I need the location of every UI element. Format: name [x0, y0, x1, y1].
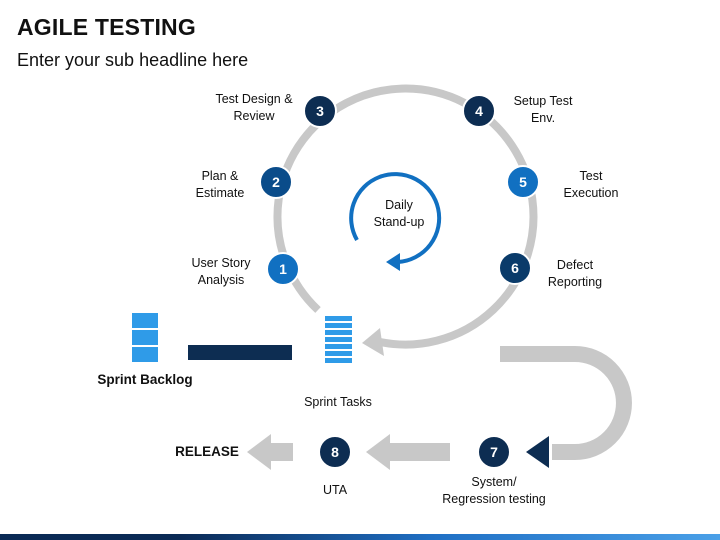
step-label-8: UTA [322, 483, 348, 497]
step-number-3: 3 [316, 103, 324, 119]
daily-standup-label: Daily Stand-up [373, 198, 425, 229]
step-circle-7: 7 [477, 435, 511, 469]
sprint-backlog-icon [132, 313, 158, 362]
sprint-tasks-label: Sprint Tasks [304, 395, 372, 409]
standup-loop [349, 172, 442, 264]
step-number-5: 5 [519, 174, 527, 190]
step-circle-6: 6 [498, 251, 532, 285]
step-label-3: Test Design &Review [215, 92, 293, 123]
sprint-tasks-icon [325, 316, 352, 363]
step-number-6: 6 [511, 260, 519, 276]
step-circle-3: 3 [303, 94, 337, 128]
step-number-7: 7 [490, 444, 498, 460]
u-turn-path [500, 346, 632, 460]
backlog-connector-bar [188, 345, 292, 360]
step-circle-5: 5 [506, 165, 540, 199]
step-circle-2: 2 [259, 165, 293, 199]
release-label: RELEASE [175, 444, 239, 459]
step-circle-1: 1 [266, 252, 300, 286]
standup-arrowhead [386, 253, 400, 271]
u-turn-arrowhead [526, 436, 549, 468]
sprint-backlog-label: Sprint Backlog [97, 372, 193, 387]
step-circle-8: 8 [318, 435, 352, 469]
step-label-7: System/Regression testing [442, 475, 546, 506]
footer-bar [0, 534, 720, 540]
arrow-7-to-8 [366, 434, 450, 470]
step-number-1: 1 [279, 261, 287, 277]
step-number-4: 4 [475, 103, 483, 119]
cycle-arrowhead [362, 328, 384, 356]
page-subtitle: Enter your sub headline here [17, 50, 249, 70]
step-label-2: Plan &Estimate [195, 169, 245, 200]
step-circle-4: 4 [462, 94, 496, 128]
arrow-8-to-release [247, 434, 293, 470]
page-title: AGILE TESTING [17, 14, 196, 40]
step-number-2: 2 [272, 174, 280, 190]
step-number-8: 8 [331, 444, 339, 460]
